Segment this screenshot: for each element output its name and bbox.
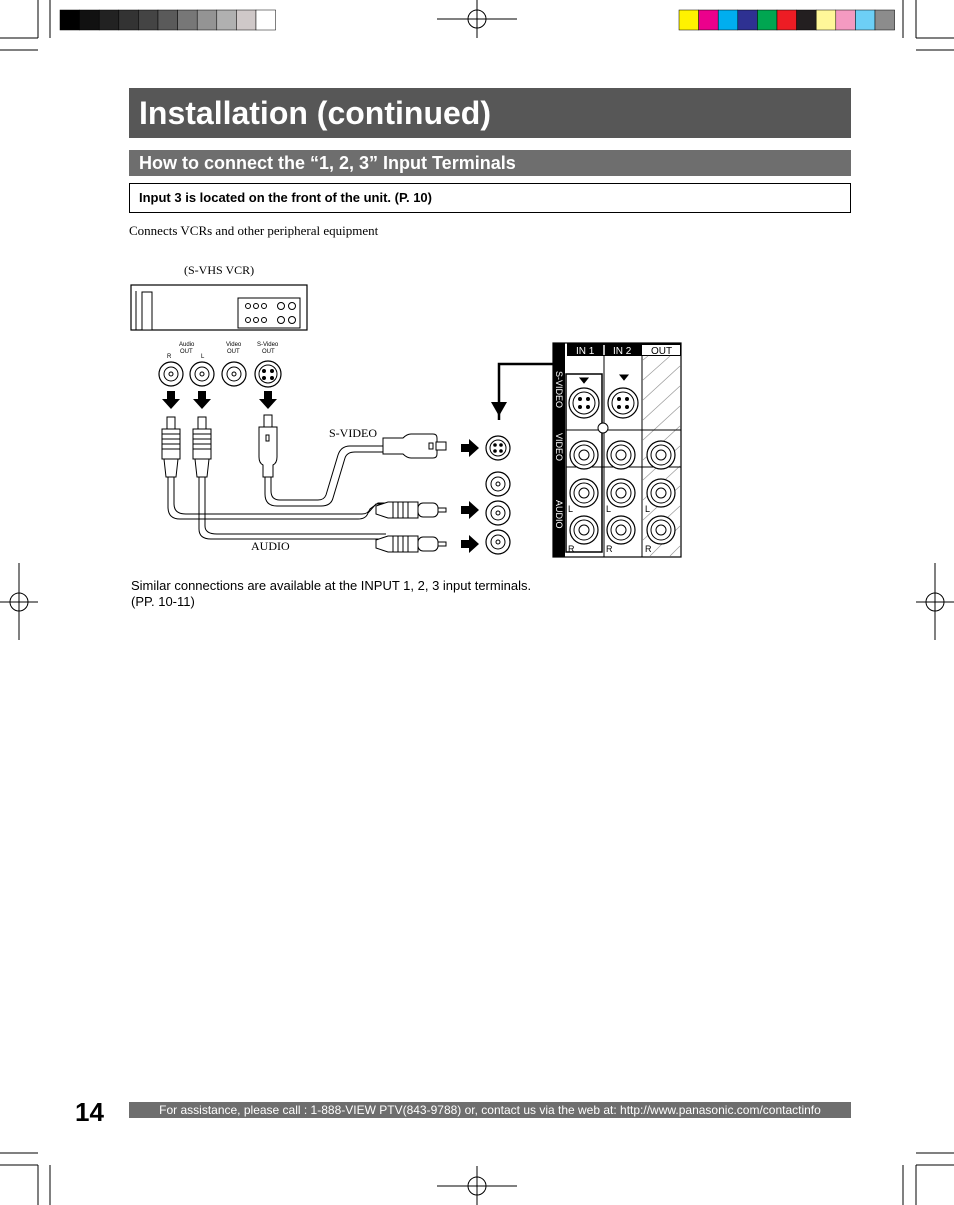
rear-input-panel: IN 1 IN 2 OUT S-VIDEO VIDEO AUDIO L L L … xyxy=(552,342,682,558)
color-swatch xyxy=(874,9,895,31)
panel-in2-label: IN 2 xyxy=(613,346,632,357)
svideo-cable-label: S-VIDEO xyxy=(329,426,377,440)
video-jack-label: Video xyxy=(226,342,242,348)
page-number: 14 xyxy=(75,1097,104,1127)
panel-r-label-in2: R xyxy=(606,544,613,554)
panel-r-label-in1: R xyxy=(568,544,575,554)
gray-swatch xyxy=(255,9,276,31)
note-box xyxy=(129,183,851,213)
note-text: Input 3 is located on the front of the u… xyxy=(139,190,432,205)
panel-l-label-out: L xyxy=(645,504,650,514)
svideo-out-label: OUT xyxy=(262,349,275,355)
section-bar xyxy=(129,150,851,176)
footer-bar xyxy=(129,1102,851,1118)
vcr-unit xyxy=(130,284,308,331)
vcr-plugs xyxy=(161,414,278,478)
title-bar xyxy=(129,88,851,138)
video-out-label: OUT xyxy=(227,349,240,355)
panel-out-label: OUT xyxy=(651,346,672,357)
panel-l-label-in2: L xyxy=(606,504,611,514)
audio-r-label: R xyxy=(167,354,172,360)
panel-svideo-label: S-VIDEO xyxy=(554,371,564,408)
grayscale-strip xyxy=(59,9,276,31)
similar-line-1: Similar connections are available at the… xyxy=(131,578,532,593)
audio-l-label: L xyxy=(201,354,205,360)
panel-l-label-in1: L xyxy=(568,504,573,514)
cables xyxy=(167,445,405,540)
input3-jacks xyxy=(485,435,511,555)
panel-in1-label: IN 1 xyxy=(576,346,595,357)
audio-cable-label: AUDIO xyxy=(251,539,290,553)
panel-video-label: VIDEO xyxy=(554,433,564,461)
vcr-jacks xyxy=(158,360,282,388)
assistance-text: For assistance, please call : 1-888-VIEW… xyxy=(159,1103,821,1117)
right-arrows xyxy=(461,439,479,553)
audio-out-label: OUT xyxy=(180,349,193,355)
panel-audio-label: AUDIO xyxy=(554,500,564,529)
down-arrows xyxy=(162,391,277,409)
page-title: Installation (continued) xyxy=(139,95,491,131)
intro-text: Connects VCRs and other peripheral equip… xyxy=(129,223,379,238)
similar-connections-text: Similar connections are available at the… xyxy=(131,578,531,610)
panel-r-label-out: R xyxy=(645,544,652,554)
vcr-jack-labels: Audio OUT R L Video OUT S-Video OUT xyxy=(167,342,279,360)
svideo-plug-horizontal xyxy=(382,433,447,459)
color-strip xyxy=(678,9,895,31)
audio-plugs-horizontal xyxy=(375,501,447,553)
audio-jack-label: Audio xyxy=(179,342,195,348)
section-title: How to connect the “1, 2, 3” Input Termi… xyxy=(139,153,516,173)
svideo-jack-label: S-Video xyxy=(257,342,279,348)
similar-line-2: (PP. 10-11) xyxy=(131,594,195,609)
vcr-label: (S-VHS VCR) xyxy=(184,263,254,277)
